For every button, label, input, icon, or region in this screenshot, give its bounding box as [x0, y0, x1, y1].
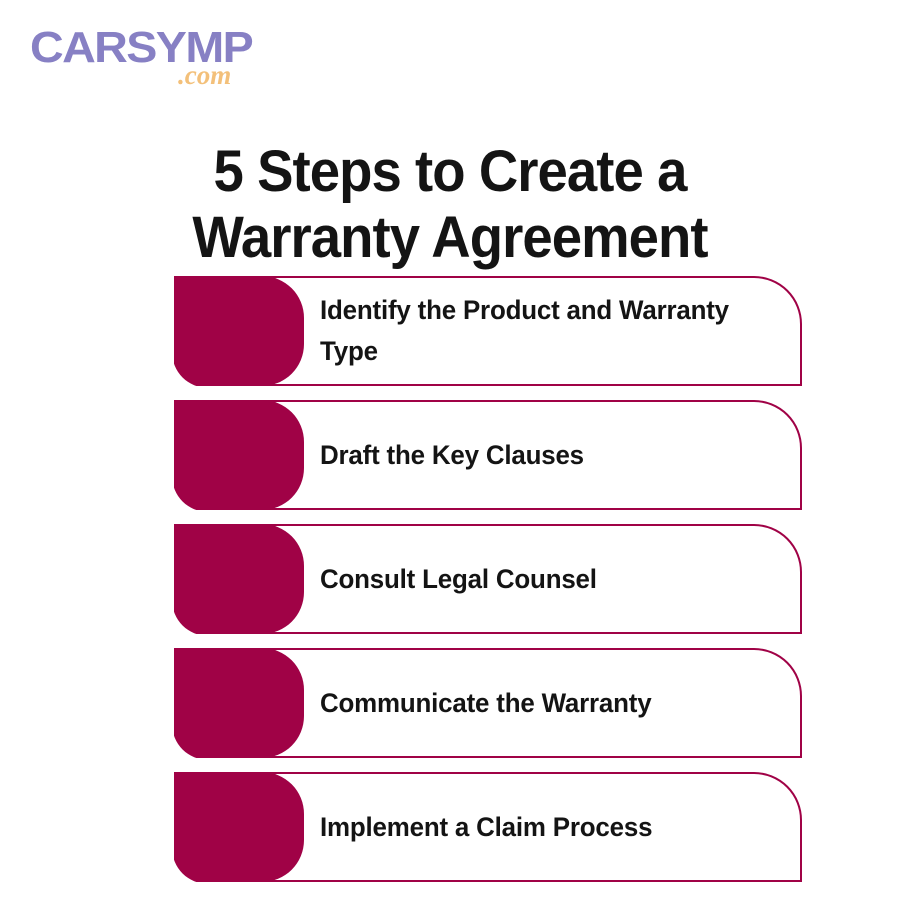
step-label: Draft the Key Clauses: [320, 400, 778, 510]
step-label-text: Draft the Key Clauses: [320, 439, 584, 470]
step-marker: [174, 276, 304, 386]
step-item: Consult Legal Counsel: [174, 524, 802, 634]
step-label: Identify the Product and Warranty Type: [320, 276, 778, 386]
logo-wordmark: CARSYMP: [30, 23, 254, 72]
step-label: Communicate the Warranty: [320, 648, 778, 758]
steps-list: Identify the Product and Warranty Type D…: [174, 276, 802, 882]
page-title-line-1: 5 Steps to Create a: [213, 138, 687, 204]
step-label: Consult Legal Counsel: [320, 524, 778, 634]
site-logo[interactable]: CARSYMP .com: [30, 26, 290, 90]
step-label-text: Implement a Claim Process: [320, 811, 653, 842]
page-title: 5 Steps to Create a Warranty Agreement: [27, 139, 873, 271]
step-marker: [174, 400, 304, 510]
step-label-text: Communicate the Warranty: [320, 687, 652, 718]
step-label: Implement a Claim Process: [320, 772, 778, 882]
step-item: Implement a Claim Process: [174, 772, 802, 882]
step-marker: [174, 524, 304, 634]
step-item: Draft the Key Clauses: [174, 400, 802, 510]
step-item: Communicate the Warranty: [174, 648, 802, 758]
logo-tld: .com: [178, 60, 232, 90]
step-label-text: Consult Legal Counsel: [320, 563, 597, 594]
step-marker: [174, 648, 304, 758]
step-item: Identify the Product and Warranty Type: [174, 276, 802, 386]
step-label-text: Identify the Product and Warranty Type: [320, 295, 729, 366]
step-marker: [174, 772, 304, 882]
page-title-line-2: Warranty Agreement: [192, 204, 708, 270]
